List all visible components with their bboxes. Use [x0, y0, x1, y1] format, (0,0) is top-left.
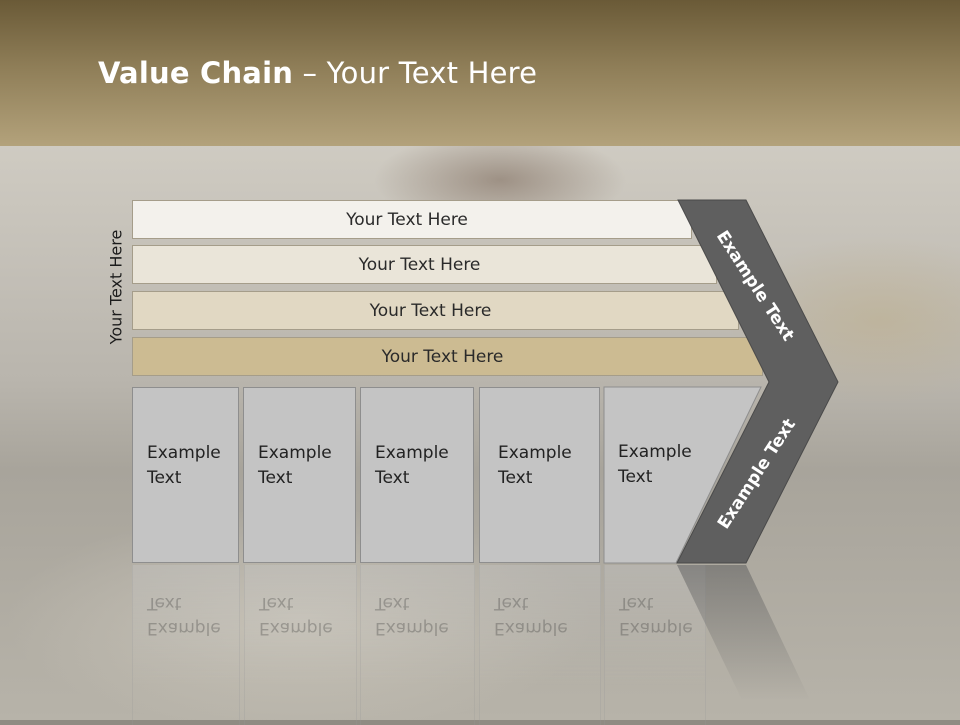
- support-band-3-label: Your Text Here: [369, 300, 492, 321]
- support-band-2-label: Your Text Here: [358, 254, 481, 275]
- support-band-4-label: Your Text Here: [381, 346, 504, 367]
- margin-chevron-reflection: [677, 565, 810, 700]
- primary-column-1-line2: Text: [147, 468, 182, 488]
- margin-chevron: [676, 199, 839, 564]
- support-band-3: Your Text Here: [132, 291, 739, 330]
- column-5-shape: [603, 386, 762, 564]
- support-band-4: Your Text Here: [132, 337, 763, 376]
- primary-column-2-line1: Example: [258, 443, 332, 463]
- primary-column-3-line2: Text: [375, 468, 410, 488]
- primary-column-2-line2: Text: [258, 468, 293, 488]
- title-bar: [0, 0, 960, 146]
- primary-column-5-line2: Text: [618, 467, 653, 487]
- support-band-1: Your Text Here: [132, 200, 692, 239]
- support-band-2: Your Text Here: [132, 245, 717, 284]
- slide-title: Value Chain – Your Text Here: [98, 56, 537, 90]
- support-band-1-label: Your Text Here: [346, 209, 468, 230]
- primary-column-1-line1: Example: [147, 443, 221, 463]
- title-bold: Value Chain: [98, 56, 294, 90]
- primary-column-5-line1: Example: [618, 442, 692, 462]
- primary-column-4-line2: Text: [498, 468, 533, 488]
- primary-column-4-line1: Example: [498, 443, 572, 463]
- title-rest: – Your Text Here: [293, 56, 538, 90]
- primary-column-3-line1: Example: [375, 443, 449, 463]
